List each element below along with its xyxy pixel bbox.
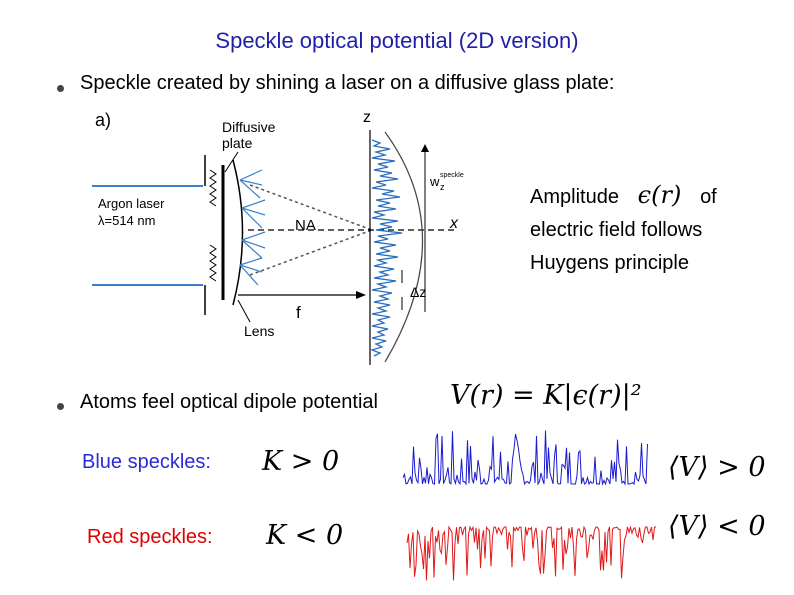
envelope-curve (384, 131, 423, 363)
panel-label: a) (95, 110, 111, 130)
laser-label-line2: λ=514 nm (98, 213, 155, 228)
red-speckles-label: Red speckles: (87, 526, 213, 548)
wz-label: w (429, 174, 440, 189)
blue-speckles-label: Blue speckles: (82, 451, 211, 473)
bullet-text-dipole-potential: Atoms feel optical dipole potential (80, 391, 378, 413)
amplitude-word: Amplitude (530, 186, 619, 208)
lens-pointer (237, 299, 251, 323)
laser-label-line1: Argon laser (98, 196, 165, 211)
mean-v-positive-equation: ⟨V⟩ > 0 (668, 452, 766, 483)
mean-v-negative-equation: ⟨V⟩ < 0 (668, 511, 766, 542)
k-positive-equation: K > 0 (262, 446, 340, 477)
of-word: of (700, 186, 717, 208)
lens-label: Lens (244, 323, 274, 339)
diffusive-plate-pointer (224, 151, 239, 173)
amplitude-line2: electric field follows (530, 219, 703, 241)
bullet-text-speckle-creation: Speckle created by shining a laser on a … (80, 72, 615, 94)
speckle-intensity-trace (369, 139, 403, 357)
bullet-icon (57, 403, 64, 410)
z-axis-label: z (363, 109, 371, 126)
k-negative-equation: K < 0 (266, 520, 344, 551)
na-cone-top (249, 184, 373, 231)
red-speckle-trace (406, 525, 657, 581)
wz-sup: speckle (440, 172, 464, 179)
na-cone-bottom (249, 229, 373, 276)
diffuser-spring-bottom (209, 244, 217, 282)
potential-equation: V(r) = K|ϵ(r)|² (450, 380, 642, 411)
dz-label: Δz (410, 284, 426, 300)
page-title: Speckle optical potential (2D version) (215, 28, 579, 53)
blue-speckle-trace (402, 430, 648, 486)
lens-shape (232, 159, 244, 306)
diffuser-spring-top (209, 169, 217, 207)
wz-sub: z (440, 182, 445, 192)
amplitude-line3: Huygens principle (530, 252, 689, 274)
amplitude-description: Amplitude ϵ(r) of electric field follows… (530, 179, 717, 280)
x-axis-label: x (449, 215, 459, 232)
scattered-rays (239, 169, 266, 286)
diffusive-plate-label-line1: Diffusive (222, 119, 276, 135)
focal-length-label: f (296, 303, 301, 322)
focal-arrowhead (356, 291, 366, 299)
epsilon-symbol: ϵ(r) (637, 181, 682, 209)
bullet-icon (57, 85, 64, 92)
diffusive-plate-label-line2: plate (222, 135, 253, 151)
na-label: NA (295, 217, 316, 234)
